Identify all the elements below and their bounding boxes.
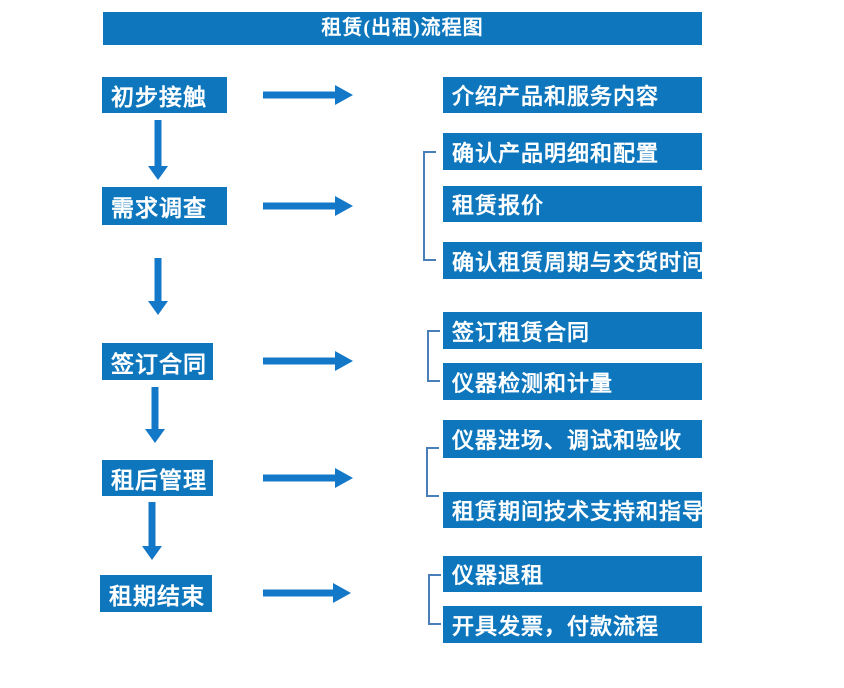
arrow-shaft xyxy=(151,387,159,430)
arrow-head xyxy=(333,583,351,603)
group-bracket xyxy=(423,151,436,261)
flow-detail-6: 仪器检测和计量 xyxy=(443,363,702,400)
right-arrow-icon xyxy=(263,196,353,216)
arrow-head xyxy=(145,429,165,443)
down-arrow-icon xyxy=(144,387,166,443)
flow-detail-10: 开具发票，付款流程 xyxy=(443,606,702,643)
arrow-head xyxy=(335,85,353,105)
arrow-shaft xyxy=(263,91,336,99)
arrow-shaft xyxy=(263,202,336,210)
group-bracket xyxy=(428,574,441,625)
flow-step-5: 租期结束 xyxy=(100,575,212,612)
right-arrow-icon xyxy=(263,351,353,371)
flow-detail-1: 介绍产品和服务内容 xyxy=(443,77,702,113)
arrow-head xyxy=(335,196,353,216)
arrow-shaft xyxy=(263,474,336,482)
down-arrow-icon xyxy=(147,120,169,180)
flow-step-3: 签订合同 xyxy=(102,343,213,380)
flow-step-4: 租后管理 xyxy=(102,460,213,496)
flow-step-1: 初步接触 xyxy=(102,77,227,113)
arrow-head xyxy=(148,301,168,315)
down-arrow-icon xyxy=(147,258,169,315)
flow-detail-5: 签订租赁合同 xyxy=(443,312,702,349)
group-bracket xyxy=(427,330,440,382)
flow-detail-2: 确认产品明细和配置 xyxy=(443,133,702,170)
arrow-shaft xyxy=(263,357,336,365)
right-arrow-icon xyxy=(263,468,353,488)
right-arrow-icon xyxy=(263,85,353,105)
arrow-head xyxy=(335,351,353,371)
flow-detail-4: 确认租赁周期与交货时间 xyxy=(443,242,704,279)
group-bracket xyxy=(426,447,439,497)
flow-detail-8: 租赁期间技术支持和指导 xyxy=(443,492,704,528)
arrow-shaft xyxy=(263,589,334,597)
right-arrow-icon xyxy=(263,583,351,603)
arrow-shaft xyxy=(148,502,156,547)
flowchart-title: 租赁(出租)流程图 xyxy=(103,12,702,45)
flow-detail-7: 仪器进场、调试和验收 xyxy=(443,420,702,458)
arrow-head xyxy=(142,546,162,560)
arrow-shaft xyxy=(154,258,162,302)
down-arrow-icon xyxy=(141,502,163,560)
flow-detail-9: 仪器退租 xyxy=(443,556,702,592)
arrow-head xyxy=(148,166,168,180)
arrow-shaft xyxy=(154,120,162,167)
arrow-head xyxy=(335,468,353,488)
flow-step-2: 需求调查 xyxy=(102,187,227,225)
flow-detail-3: 租赁报价 xyxy=(443,186,702,222)
